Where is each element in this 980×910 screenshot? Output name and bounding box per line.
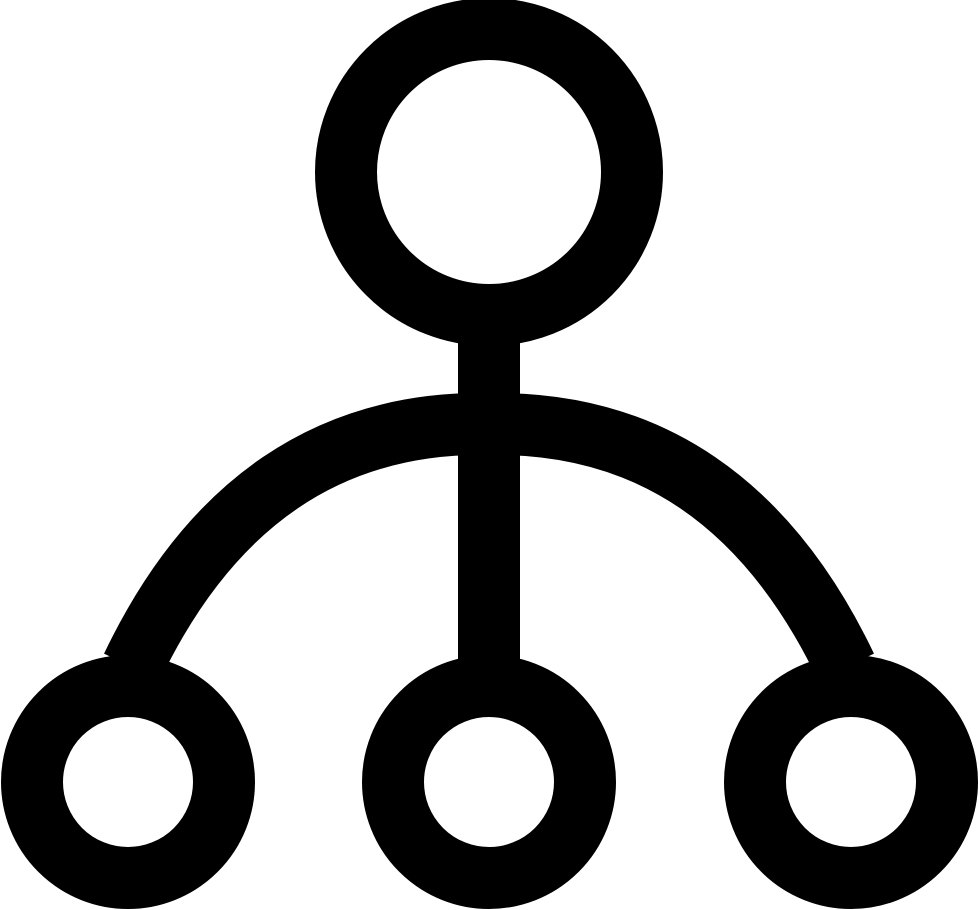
parent-node-circle: [315, 0, 663, 346]
child-node-middle-circle: [362, 655, 616, 909]
child-node-right-circle: [724, 655, 978, 909]
branch-arc-connector: [104, 392, 874, 681]
child-node-left-circle: [1, 655, 255, 909]
